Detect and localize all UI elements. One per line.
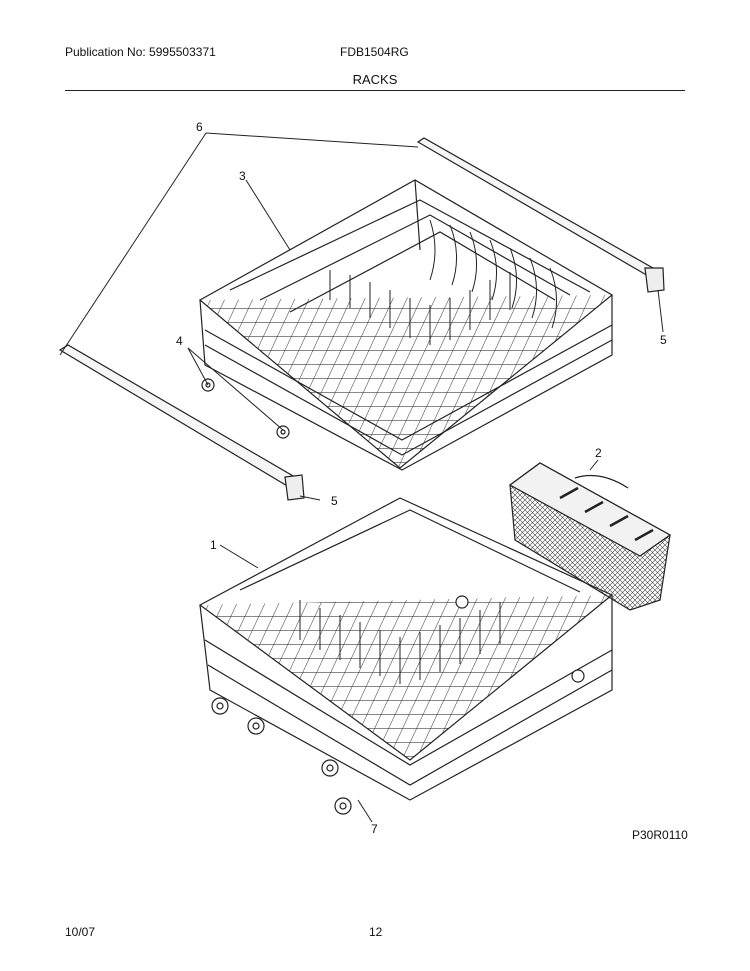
lower-rack bbox=[198, 497, 614, 801]
callout-labels: 1 2 3 4 5 5 6 7 bbox=[176, 120, 667, 836]
publication-number: Publication No: 5995503371 bbox=[65, 45, 216, 59]
header-rule bbox=[65, 90, 685, 91]
callout-1: 1 bbox=[210, 538, 217, 552]
section-title: RACKS bbox=[352, 72, 398, 87]
page-number: 12 bbox=[369, 925, 383, 939]
silverware-basket bbox=[508, 462, 672, 611]
callout-4: 4 bbox=[176, 334, 183, 348]
callout-7: 7 bbox=[371, 822, 378, 836]
callout-5-left: 5 bbox=[331, 494, 338, 508]
callout-2: 2 bbox=[595, 446, 602, 460]
racks-exploded-diagram: 1 2 3 4 5 5 6 7 bbox=[58, 120, 672, 836]
upper-rack bbox=[198, 179, 614, 471]
rack-rail-left bbox=[58, 344, 305, 501]
callout-6: 6 bbox=[196, 120, 203, 134]
rack-rail-right bbox=[416, 137, 665, 293]
callout-5-right: 5 bbox=[660, 333, 667, 347]
upper-rack-rollers bbox=[201, 378, 290, 439]
callout-3: 3 bbox=[239, 169, 246, 183]
publication-date: 10/07 bbox=[65, 925, 96, 939]
lower-rack-wheels bbox=[211, 595, 585, 815]
figure-code: P30R0110 bbox=[632, 828, 688, 842]
model-number: FDB1504RG bbox=[340, 45, 409, 59]
leader-lines bbox=[59, 132, 664, 823]
